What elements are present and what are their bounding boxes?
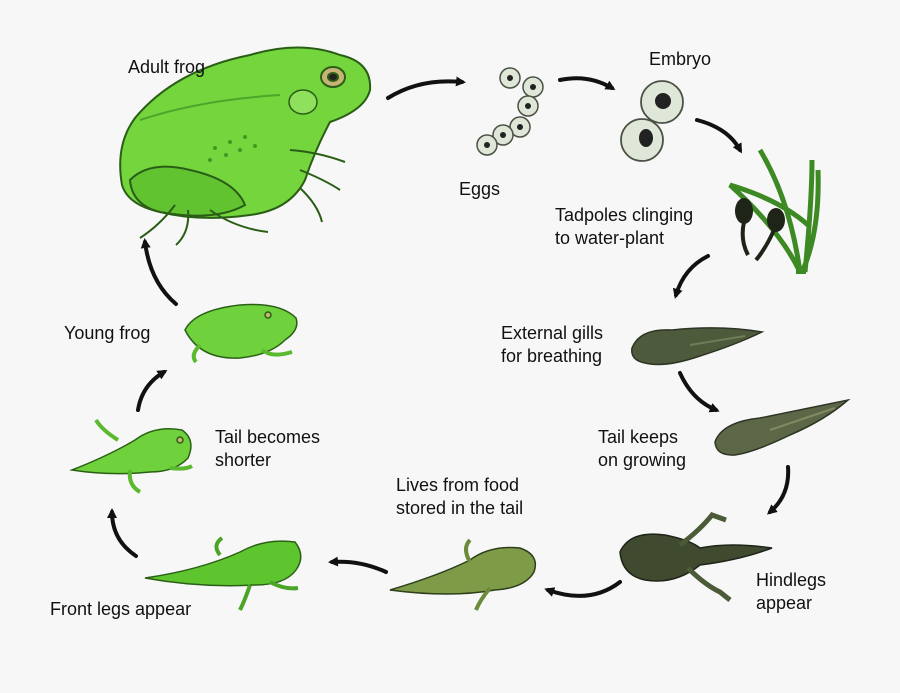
growing-tail-tadpole-illustration [715,400,848,455]
label-eggs: Eggs [459,178,500,201]
label-embryo: Embryo [649,48,711,71]
embryo-illustration [621,81,683,161]
label-external-gills: External gills for breathing [501,322,603,368]
hindlegs-tadpole-illustration [620,515,772,600]
label-tadpoles-clinging: Tadpoles clinging to water-plant [555,204,693,250]
food-in-tail-tadpole-illustration [390,540,535,610]
label-tail-keeps-growing: Tail keeps on growing [598,426,686,472]
young-frog-illustration [185,305,297,362]
eggs-illustration [477,68,543,155]
label-young-frog: Young frog [64,322,150,345]
arrow-adult-to-eggs [388,81,462,98]
label-lives-from-food: Lives from food stored in the tail [396,474,523,520]
arrow-eggs-to-embryo [560,78,612,88]
arrow-hindlegs-to-food [548,582,620,596]
arrow-frontlegs-to-shorter [112,512,136,556]
label-hindlegs-appear: Hindlegs appear [756,569,826,615]
external-gills-tadpole-illustration [632,328,762,365]
arrow-food-to-frontlegs [332,562,386,572]
arrow-young-to-adult [145,242,176,304]
arrow-shorter-to-young [138,372,164,410]
label-adult-frog: Adult frog [128,56,205,79]
tadpoles-on-plant-illustration [730,150,818,272]
label-tail-becomes-shorter: Tail becomes shorter [215,426,320,472]
label-front-legs-appear: Front legs appear [50,598,191,621]
arrow-gills-to-tail [680,373,716,410]
arrow-tail-to-hindlegs [770,467,788,512]
short-tail-froglet-illustration [72,420,192,492]
arrow-embryo-to-tadpoles [697,120,740,150]
arrow-tadpoles-to-gills [676,256,708,295]
